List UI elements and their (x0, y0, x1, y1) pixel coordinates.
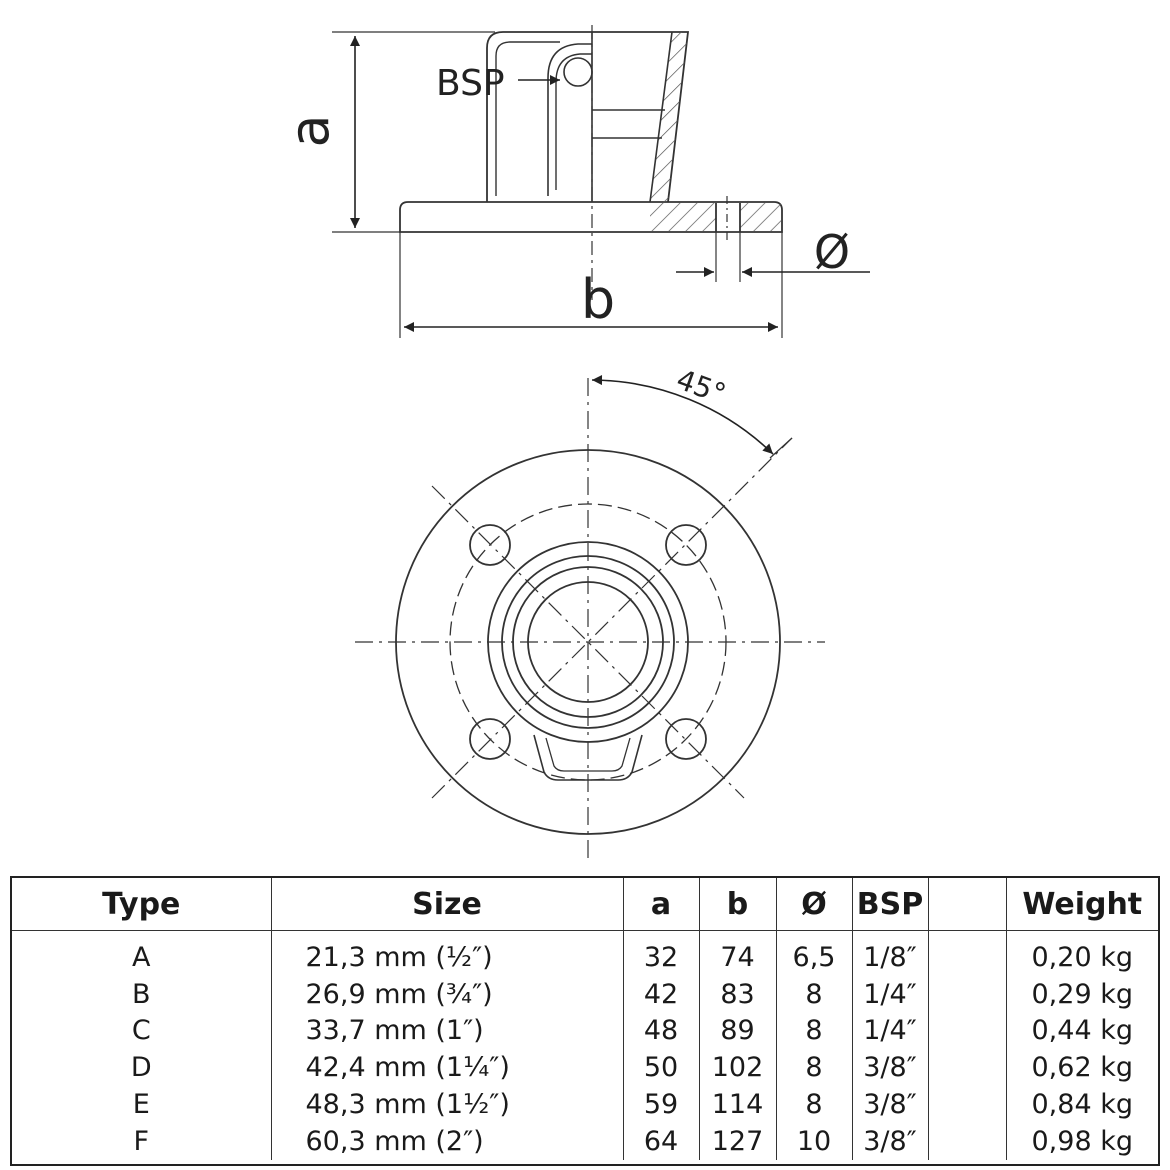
flange-outer-circle (395, 449, 781, 835)
bolt-hole-top-right (665, 524, 707, 566)
side-view (332, 25, 870, 338)
cell-a: 64 (622, 1122, 699, 1160)
cell-bsp: 1/8″ (851, 930, 928, 976)
cell-b: 89 (698, 1012, 776, 1050)
cell-empty (927, 1122, 1006, 1160)
cell-size: 21,3 mm (½″) (270, 930, 623, 976)
setscrew-boss (547, 43, 592, 196)
bolt-hole-bottom-right (665, 718, 707, 760)
cell-size: 33,7 mm (1″) (270, 1012, 623, 1050)
cell-type: D (130, 1052, 152, 1084)
cell-a: 32 (622, 930, 699, 976)
cell-type: B (131, 978, 151, 1010)
cell-diameter: 6,5 (775, 930, 852, 976)
bsp-label: BSP (436, 63, 505, 104)
cell-size: 42,4 mm (1¼″) (270, 1049, 623, 1087)
header-weight: Weight (1005, 878, 1158, 931)
cell-empty (927, 975, 1006, 1013)
cell-diameter: 10 (775, 1122, 852, 1160)
header-b: b (698, 878, 776, 931)
cell-weight: 0,62 kg (1005, 1049, 1158, 1087)
cell-type: F (133, 1125, 150, 1157)
header-size: Size (270, 878, 623, 931)
angle-label: 45° (672, 363, 730, 411)
dimension-a-label: a (278, 114, 341, 147)
cell-diameter: 8 (775, 975, 852, 1013)
cell-size: 48,3 mm (1½″) (270, 1086, 623, 1123)
bsp-thread-hole (563, 57, 593, 87)
cell-bsp: 1/4″ (851, 1012, 928, 1050)
cell-type: A (132, 941, 151, 973)
socket-mid-ring (501, 555, 675, 729)
cell-empty (927, 1049, 1006, 1087)
header-diameter: Ø (775, 878, 852, 931)
flange-hatch-section-outer (740, 203, 781, 231)
bolt-hole-bottom-left (469, 718, 511, 760)
dimension-diameter-label: Ø (814, 225, 850, 279)
socket-outer-ring (487, 541, 689, 743)
technical-drawing: BSP a b Ø 45° (278, 25, 870, 858)
cell-b: 114 (698, 1086, 776, 1123)
cell-a: 59 (622, 1086, 699, 1123)
socket-wall-hatch (650, 32, 688, 202)
cell-weight: 0,20 kg (1005, 930, 1158, 976)
cell-size: 60,3 mm (2″) (270, 1122, 623, 1160)
cell-b: 83 (698, 975, 776, 1013)
cell-a: 50 (622, 1049, 699, 1087)
cell-diameter: 8 (775, 1049, 852, 1087)
cell-type: C (131, 1015, 151, 1047)
specification-table: Type Size a b Ø BSP Weight A 21,3 mm (½″)… (10, 876, 1160, 1166)
dimension-b-label: b (581, 268, 615, 331)
cell-a: 48 (622, 1012, 699, 1050)
socket-inner-ring (512, 566, 664, 718)
cell-empty (927, 1012, 1006, 1050)
setscrew-boss-top (533, 734, 643, 781)
cell-empty (927, 1086, 1006, 1123)
header-a: a (622, 878, 699, 931)
cell-bsp: 3/8″ (851, 1122, 928, 1160)
cell-diameter: 8 (775, 1086, 852, 1123)
cell-b: 74 (698, 930, 776, 976)
table-header-row: Type Size a b Ø BSP Weight (12, 878, 1158, 931)
angle-dimension-arc (591, 375, 774, 455)
socket-body-outline (486, 31, 690, 203)
bolt-circle (449, 503, 727, 781)
cell-weight: 0,29 kg (1005, 975, 1158, 1013)
cell-weight: 0,98 kg (1005, 1122, 1158, 1160)
header-empty (927, 878, 1006, 931)
cell-b: 127 (698, 1122, 776, 1160)
cell-bsp: 1/4″ (851, 975, 928, 1013)
cell-weight: 0,84 kg (1005, 1086, 1158, 1123)
header-bsp: BSP (851, 878, 928, 931)
cell-a: 42 (622, 975, 699, 1013)
top-view (355, 375, 825, 858)
base-flange-outline (399, 201, 783, 233)
cell-b: 102 (698, 1049, 776, 1087)
cell-size: 26,9 mm (¾″) (270, 975, 623, 1013)
bolt-hole-top-left (469, 524, 511, 566)
cell-bsp: 3/8″ (851, 1049, 928, 1087)
cell-bsp: 3/8″ (851, 1086, 928, 1123)
header-type: Type (12, 878, 271, 931)
cell-diameter: 8 (775, 1012, 852, 1050)
cell-type: E (132, 1089, 150, 1121)
socket-bore (527, 581, 649, 703)
flange-hatch-section (650, 203, 716, 231)
cell-empty (927, 930, 1006, 976)
cell-weight: 0,44 kg (1005, 1012, 1158, 1050)
